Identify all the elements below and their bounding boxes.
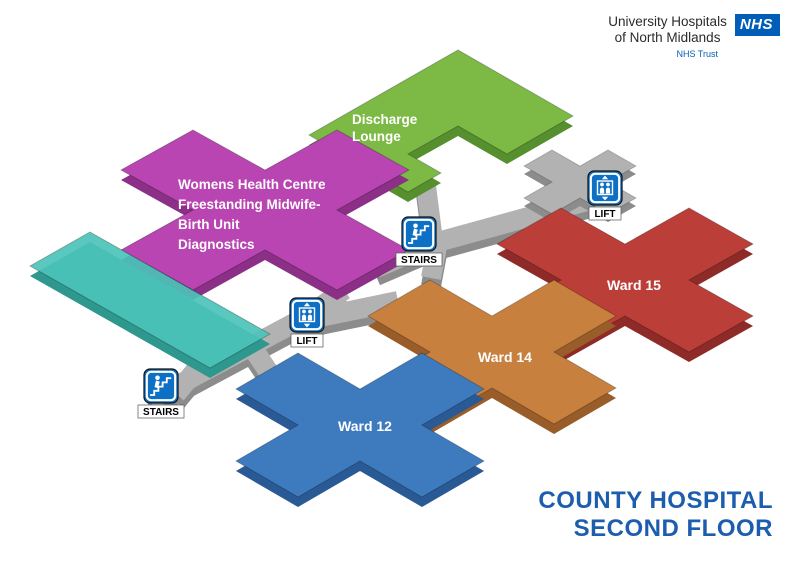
stairs-person-glyph — [155, 375, 160, 381]
lift-label-box — [588, 206, 622, 221]
lift-icon: LIFT — [289, 297, 325, 348]
nhs-org-line: University Hospitals — [608, 14, 727, 29]
ward-14-label: Ward 14 — [478, 349, 532, 365]
lift-person-body — [307, 314, 313, 321]
womens-health-building — [119, 129, 411, 300]
stairs-icon-ring — [403, 218, 435, 250]
floor-title-line: COUNTY HOSPITAL — [538, 487, 773, 514]
stairs-steps-glyph — [408, 225, 430, 244]
womens-health-label-line: Freestanding Midwife- — [178, 197, 321, 212]
lift-up-arrow — [601, 175, 609, 180]
lift-car-glyph — [298, 307, 316, 323]
nhs-org-name: University Hospitals of North Midlands — [608, 14, 727, 46]
floor-title-line: SECOND FLOOR — [573, 515, 773, 542]
ward-12-building — [235, 352, 485, 507]
teal-unit-roof — [28, 231, 272, 369]
nhs-trust-label: NHS Trust — [676, 49, 718, 59]
discharge-lounge-label-line: Lounge — [352, 129, 401, 144]
stairs-icon: STAIRS — [395, 216, 443, 267]
stairs-person-body — [412, 228, 418, 237]
stairs-label: STAIRS — [143, 407, 179, 418]
lift-person-body — [301, 314, 307, 321]
lift-icon-ring — [589, 172, 621, 204]
lift-person-body — [605, 187, 611, 194]
stairs-label-box — [137, 404, 185, 419]
lift-down-arrow — [601, 196, 609, 201]
nhs-logo: University Hospitals of North Midlands N… — [608, 14, 780, 59]
lift-car-glyph — [596, 180, 614, 196]
nhs-org-line: of North Midlands — [614, 30, 721, 45]
lift-label-box — [290, 333, 324, 348]
lift-label: LIFT — [296, 336, 317, 347]
womens-health-label: Womens Health Centre Freestanding Midwif… — [178, 175, 326, 255]
discharge-lounge-label: Discharge Lounge — [352, 111, 417, 145]
stairs-label: STAIRS — [401, 255, 437, 266]
lift-person-body — [599, 187, 605, 194]
teal-unit-building — [28, 231, 272, 378]
stairs-person-body — [154, 380, 160, 389]
nhs-badge: NHS — [734, 14, 780, 36]
stairs-label-box — [395, 252, 443, 267]
womens-health-label-line: Womens Health Centre — [178, 177, 326, 192]
lift-person-glyph — [302, 309, 306, 314]
lift-icon-ring — [291, 299, 323, 331]
lift-icon-box — [587, 170, 623, 206]
stairs-icon-ring — [145, 370, 177, 402]
womens-health-label-line: Diagnostics — [178, 237, 255, 252]
lift-icon: LIFT — [587, 170, 623, 221]
stairs-icon: STAIRS — [137, 368, 185, 419]
lift-person-glyph — [308, 309, 312, 314]
lift-person-glyph — [606, 182, 610, 187]
lift-person-glyph — [600, 182, 604, 187]
floor-title: COUNTY HOSPITAL SECOND FLOOR — [538, 487, 773, 543]
lift-up-arrow — [303, 302, 311, 307]
womens-health-roof — [119, 129, 411, 291]
lift-down-arrow — [303, 323, 311, 328]
stairs-steps-glyph — [150, 377, 172, 396]
ward-15-label: Ward 15 — [607, 277, 661, 293]
womens-health-label-line: Birth Unit — [178, 217, 240, 232]
lift-icon-box — [289, 297, 325, 333]
ward-12-roof — [235, 352, 485, 498]
lift-label: LIFT — [594, 209, 615, 220]
stairs-person-glyph — [413, 223, 418, 229]
ward-12-label: Ward 12 — [338, 418, 392, 434]
discharge-lounge-label-line: Discharge — [352, 112, 418, 127]
